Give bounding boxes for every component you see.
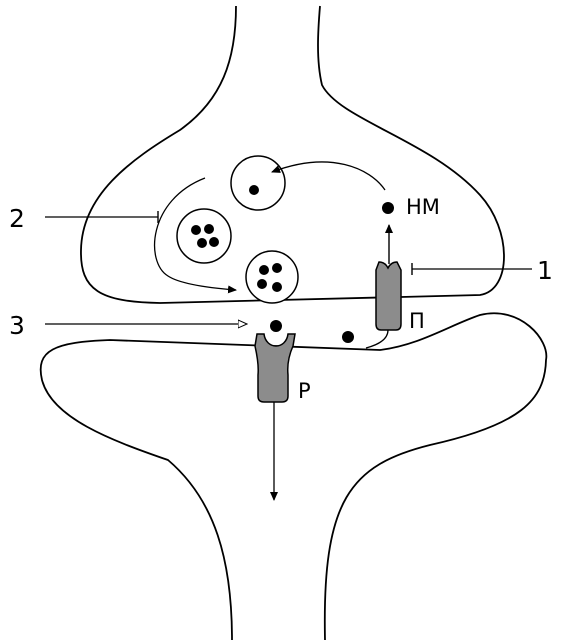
cleft-neurotransmitter-dot bbox=[342, 331, 354, 343]
presynaptic-membrane bbox=[81, 6, 504, 303]
label-r: Р bbox=[298, 379, 311, 403]
receptor-protein bbox=[255, 334, 295, 402]
vesicle-top bbox=[231, 156, 285, 210]
transporter-protein bbox=[376, 262, 401, 330]
label-3: 3 bbox=[9, 311, 25, 340]
label-nm: НМ bbox=[406, 195, 440, 219]
reuptake-path bbox=[366, 330, 388, 348]
label-2: 2 bbox=[9, 204, 25, 233]
pointer-2 bbox=[45, 211, 158, 223]
label-p: П bbox=[409, 309, 425, 333]
vesicle-middle bbox=[177, 209, 231, 263]
recycle-arrow-right bbox=[272, 162, 385, 190]
label-1: 1 bbox=[537, 256, 553, 285]
bound-neurotransmitter-dot bbox=[270, 320, 282, 332]
postsynaptic-membrane bbox=[41, 313, 547, 640]
neurotransmitter-dot bbox=[382, 202, 394, 214]
pointer-1 bbox=[412, 263, 532, 275]
vesicle-docked bbox=[246, 251, 298, 303]
